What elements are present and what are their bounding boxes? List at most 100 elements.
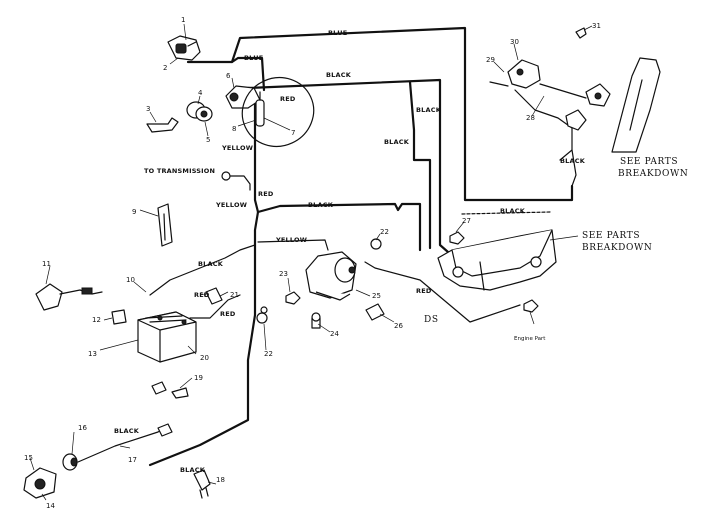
label-ds: DS xyxy=(424,315,439,325)
part-number-6: 6 xyxy=(226,72,231,80)
part-number-28: 28 xyxy=(526,114,535,122)
label-yellow-upper: YELLOW xyxy=(221,144,253,152)
resistor xyxy=(255,91,265,127)
wire-labels: BLUE BLUE BLACK RED BLACK BLACK BLACK YE… xyxy=(114,29,586,474)
see-parts-2-line2: BREAKDOWN xyxy=(582,243,652,253)
part-number-14: 14 xyxy=(46,502,55,510)
wire-red-battery xyxy=(189,294,241,319)
label-plus: (+) xyxy=(200,292,209,298)
nut-23 xyxy=(285,291,301,305)
wire-red-starter xyxy=(364,261,521,323)
coil-detail-circle xyxy=(241,77,315,147)
label-black-bottom: BLACK xyxy=(180,466,206,474)
wire-yellow-lower xyxy=(257,239,329,251)
part-number-5: 5 xyxy=(206,136,210,144)
part-number-17: 17 xyxy=(128,456,137,464)
label-red-coil: RED xyxy=(280,95,296,103)
part-number-2: 2 xyxy=(163,64,167,72)
label-red-starter: RED xyxy=(416,287,432,295)
nut-22 xyxy=(370,238,382,250)
label-black-dash: BLACK xyxy=(500,207,526,215)
see-parts-1-line2: BREAKDOWN xyxy=(618,169,688,179)
label-to-transmission: TO TRANSMISSION xyxy=(144,167,215,175)
label-red-upper: RED xyxy=(258,190,274,198)
label-blue-top: BLUE xyxy=(328,29,347,37)
label-black-mid: BLACK xyxy=(384,138,410,146)
part-number-12: 12 xyxy=(92,316,101,324)
part-number-4: 4 xyxy=(198,89,203,97)
wire-black-harness-down xyxy=(571,149,577,187)
wire-black-dash xyxy=(461,211,551,215)
part-number-15: 15 xyxy=(24,454,33,462)
grommet xyxy=(186,101,213,122)
wires xyxy=(77,26,577,467)
part-number-29: 29 xyxy=(486,56,495,64)
part-number-22-lower: 22 xyxy=(264,350,273,358)
part-number-1: 1 xyxy=(181,16,185,24)
part-number-25: 25 xyxy=(372,292,381,300)
connector-18 xyxy=(193,469,211,499)
wire-black-horizontal xyxy=(256,202,422,252)
label-yellow-mid: YELLOW xyxy=(215,201,247,209)
plug-connector xyxy=(35,283,103,311)
label-red-battery: RED xyxy=(220,310,236,318)
part-number-26: 26 xyxy=(394,322,403,330)
part-number-7: 7 xyxy=(291,129,295,137)
transmission-terminal xyxy=(221,171,231,181)
wire-black-top xyxy=(246,78,450,254)
key-icon xyxy=(146,117,179,133)
engine-part-label: Engine Part xyxy=(514,336,546,342)
part-number-13: 13 xyxy=(88,350,97,358)
label-red-left: RED xyxy=(194,291,210,299)
wire-lower-harness xyxy=(148,413,250,467)
ring-terminal-22 xyxy=(256,306,268,324)
cable-end xyxy=(157,423,173,437)
wire-transmission xyxy=(229,175,251,191)
part-number-16: 16 xyxy=(78,424,87,432)
label-black-harness: BLACK xyxy=(560,157,586,165)
headlight-assembly xyxy=(489,59,611,131)
part-number-19: 19 xyxy=(194,374,203,382)
label-black-right: BLACK xyxy=(416,106,442,114)
callouts: SEE PARTS BREAKDOWN SEE PARTS BREAKDOWN … xyxy=(514,157,688,342)
starter-solenoid xyxy=(305,251,357,301)
part-number-22-upper: 22 xyxy=(380,228,389,236)
part-number-20: 20 xyxy=(200,354,209,362)
part-number-11: 11 xyxy=(42,260,51,268)
clip xyxy=(111,309,127,325)
wire-yellow-main xyxy=(246,96,260,417)
wire-black-harness-right xyxy=(514,89,573,161)
label-black-horizontal: BLACK xyxy=(308,201,334,209)
label-black-top: BLACK xyxy=(326,71,352,79)
bolt-24 xyxy=(311,312,321,329)
wire-black-right xyxy=(408,80,432,250)
wire-blue-short xyxy=(230,56,266,92)
battery-clip xyxy=(151,381,189,399)
part-number-8: 8 xyxy=(232,125,236,133)
ignition-coil xyxy=(225,85,261,109)
ignition-switch xyxy=(167,35,201,61)
clip-26 xyxy=(365,303,385,321)
part-number-21: 21 xyxy=(230,291,239,299)
part-number-31: 31 xyxy=(592,22,601,30)
nut-27 xyxy=(449,231,465,245)
label-yellow-lower: YELLOW xyxy=(275,236,307,244)
part-number-23: 23 xyxy=(279,270,288,278)
label-black-left: BLACK xyxy=(198,260,224,268)
engine-part-nut xyxy=(523,299,539,313)
see-parts-1-line1: SEE PARTS xyxy=(620,157,678,167)
leader-lines xyxy=(29,23,593,501)
bolt-31 xyxy=(575,27,587,39)
part-number-18: 18 xyxy=(216,476,225,484)
battery xyxy=(137,311,197,363)
button-16 xyxy=(62,453,78,471)
see-parts-2-line1: SEE PARTS xyxy=(582,231,640,241)
start-solenoid xyxy=(23,467,57,499)
parts xyxy=(23,27,661,499)
bracket xyxy=(157,203,173,247)
part-number-30: 30 xyxy=(510,38,519,46)
label-blue-short: BLUE xyxy=(244,54,263,62)
fender-panel xyxy=(611,57,661,153)
